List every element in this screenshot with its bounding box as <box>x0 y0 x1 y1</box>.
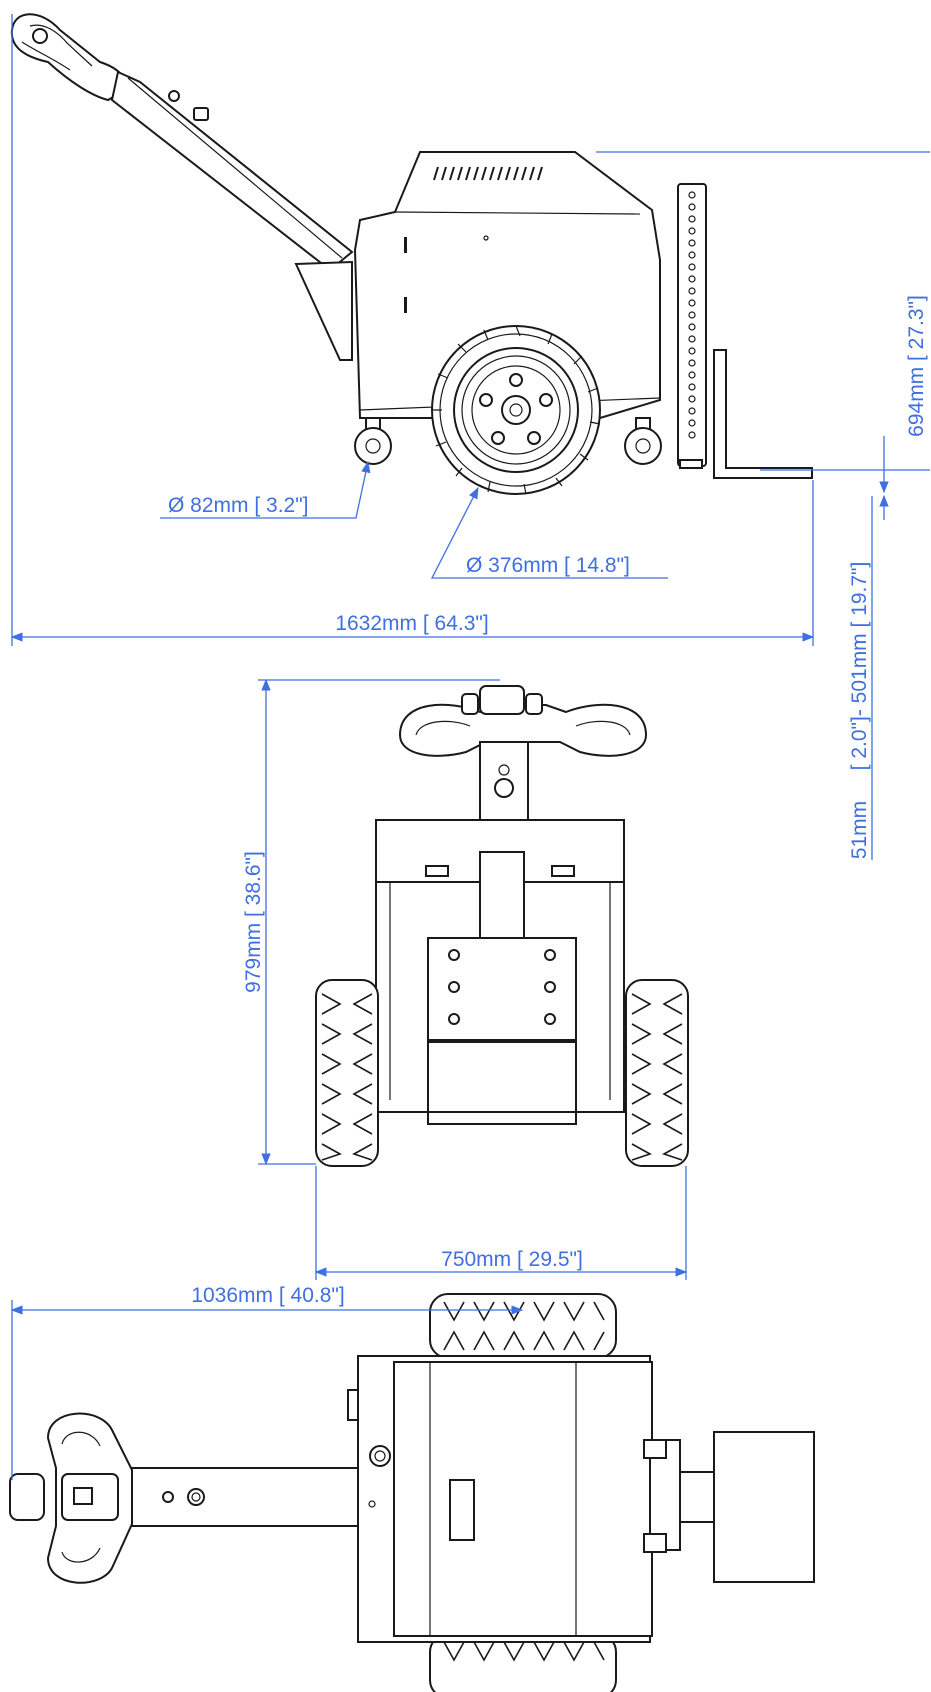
side-view <box>10 13 813 495</box>
dim-top-length-label: 1036mm [ 40.8"] <box>191 1284 344 1307</box>
dim-hitch-range: [ 2.0"]- 501mm [ 19.7"] 51mm <box>848 436 889 860</box>
front-body <box>375 819 625 1125</box>
side-tiller <box>110 70 354 361</box>
front-view <box>315 685 689 1167</box>
side-caster-rear <box>624 417 662 465</box>
top-hitch <box>643 1431 815 1583</box>
top-view <box>9 1293 815 1692</box>
dim-front-width: 750mm [ 29.5"] <box>314 1166 688 1280</box>
dim-front-height-label: 979mm [ 38.6"] <box>242 851 265 993</box>
dim-side-height-label: 694mm [ 27.3"] <box>905 295 928 437</box>
front-handle <box>398 685 648 757</box>
top-body <box>347 1355 653 1643</box>
side-caster-front <box>354 417 392 465</box>
top-tiller <box>123 1467 359 1527</box>
dim-front-height: 979mm [ 38.6"] <box>242 678 500 1166</box>
dim-top-length: 1036mm [ 40.8"] <box>10 1284 524 1480</box>
dim-overall-length: 1632mm [ 64.3"] <box>10 14 815 646</box>
side-main-wheel <box>431 325 601 495</box>
dim-front-width-label: 750mm [ 29.5"] <box>441 1248 583 1271</box>
dim-caster-dia-label: Ø 82mm [ 3.2"] <box>168 494 309 517</box>
front-tiller <box>479 741 529 821</box>
front-left-wheel <box>315 979 379 1167</box>
side-handle <box>10 13 126 102</box>
side-hitch <box>677 183 813 479</box>
top-handle <box>9 1412 133 1584</box>
dim-overall-length-label: 1632mm [ 64.3"] <box>335 612 488 635</box>
dim-caster-dia: Ø 82mm [ 3.2"] <box>160 460 371 519</box>
dim-hitch-range-max-label: [ 2.0"]- 501mm [ 19.7"] <box>848 562 871 771</box>
side-vents <box>433 166 543 181</box>
dim-wheel-dia: Ø 376mm [ 14.8"] <box>430 486 668 579</box>
front-right-wheel <box>625 979 689 1167</box>
top-upper-wheel <box>429 1293 617 1359</box>
dim-wheel-dia-label: Ø 376mm [ 14.8"] <box>466 554 630 577</box>
dim-side-height: 694mm [ 27.3"] <box>596 151 930 471</box>
dim-hitch-range-min-label: 51mm <box>848 801 871 859</box>
